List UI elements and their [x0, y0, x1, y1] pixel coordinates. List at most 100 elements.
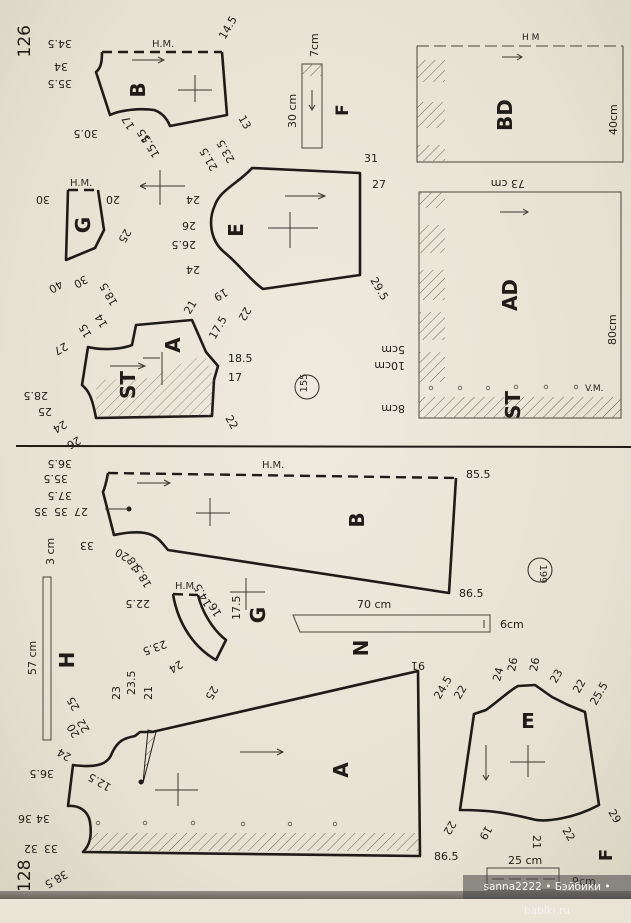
svg-text:155: 155	[299, 373, 310, 392]
svg-text:199: 199	[537, 564, 548, 583]
svg-text:21: 21	[142, 686, 155, 700]
piece-label: BD	[493, 99, 517, 131]
svg-text:7cm: 7cm	[308, 33, 321, 57]
svg-text:40cm: 40cm	[607, 104, 620, 135]
svg-text:21: 21	[181, 298, 199, 317]
svg-text:17: 17	[119, 113, 137, 132]
svg-text:25 cm: 25 cm	[508, 854, 542, 867]
svg-text:22.5: 22.5	[126, 597, 151, 610]
svg-text:40: 40	[46, 277, 65, 295]
svg-text:V.M.: V.M.	[585, 384, 603, 394]
svg-text:F: F	[333, 104, 353, 116]
svg-text:34: 34	[54, 60, 68, 73]
bottom-piece-g: G H.M 22.5 14.5 16 17.5 23.5 24 25	[126, 578, 270, 703]
hole-marks	[428, 384, 579, 391]
svg-text:25: 25	[115, 227, 133, 246]
svg-text:21: 21	[530, 835, 543, 849]
top-piece-b: B H.M. 34.5 34 35.5 30.5 17 15 15.5 13 1…	[48, 14, 254, 160]
svg-text:23.5: 23.5	[141, 637, 168, 658]
svg-text:30: 30	[36, 193, 50, 206]
svg-text:16: 16	[206, 600, 224, 619]
piece-bd: H M BD 40cm	[416, 33, 624, 163]
svg-text:70 cm: 70 cm	[357, 598, 391, 611]
svg-text:25.5: 25.5	[587, 680, 611, 708]
svg-text:36: 36	[18, 812, 32, 825]
svg-text:24.5: 24.5	[431, 674, 455, 702]
svg-text:27: 27	[51, 339, 70, 357]
svg-text:17.5: 17.5	[206, 314, 230, 342]
piece-label: G	[246, 607, 270, 623]
svg-text:80cm: 80cm	[606, 314, 619, 345]
svg-text:86.5: 86.5	[434, 850, 459, 863]
top-piece-a: A ST 27 15 14 18.5 21 17.5 18.5 17 22 28…	[24, 280, 253, 451]
svg-text:24: 24	[186, 193, 200, 206]
svg-text:19: 19	[211, 285, 230, 303]
svg-text:26: 26	[527, 656, 542, 672]
svg-text:25: 25	[64, 694, 82, 713]
bottom-edge	[0, 891, 631, 899]
top-piece-f: F 30 cm 7cm	[286, 33, 353, 149]
svg-text:24: 24	[166, 657, 185, 675]
svg-text:15: 15	[76, 321, 94, 340]
page-number-top: 126	[15, 25, 35, 57]
svg-text:18: 18	[124, 554, 142, 573]
page-number-bottom: 128	[15, 860, 35, 892]
svg-text:14.5: 14.5	[216, 14, 240, 42]
svg-text:22: 22	[235, 305, 253, 324]
svg-text:8cm: 8cm	[381, 402, 405, 415]
piece-label: H	[55, 652, 79, 669]
svg-text:25: 25	[202, 684, 220, 703]
piece-label: A	[161, 337, 185, 353]
svg-text:35: 35	[34, 505, 48, 518]
svg-text:86.5: 86.5	[459, 587, 484, 600]
svg-text:33: 33	[44, 842, 58, 855]
svg-text:18.5: 18.5	[97, 280, 121, 308]
svg-text:H M: H M	[522, 33, 539, 43]
top-piece-g: G H.M. 30 20 25 30 40	[36, 178, 134, 296]
svg-text:57 cm: 57 cm	[26, 641, 39, 675]
grain-label: H.M.	[70, 178, 92, 189]
svg-text:12.5: 12.5	[86, 770, 114, 794]
grain-label: H.M.	[262, 460, 284, 471]
svg-text:22: 22	[559, 825, 577, 844]
svg-text:20: 20	[106, 193, 120, 206]
piece-label: G	[71, 217, 95, 233]
svg-text:10cm: 10cm	[374, 359, 405, 372]
svg-text:3 cm: 3 cm	[44, 538, 57, 565]
svg-text:30.5: 30.5	[74, 127, 99, 140]
svg-text:35: 35	[54, 505, 68, 518]
figure-number-155: 155	[294, 373, 320, 400]
grain-label: H.M.	[152, 39, 174, 50]
svg-text:26: 26	[64, 433, 83, 451]
svg-text:29.5: 29.5	[367, 275, 391, 303]
svg-text:24: 24	[490, 666, 506, 683]
piece-label: B	[345, 512, 369, 527]
svg-text:22: 22	[222, 413, 240, 432]
svg-text:24: 24	[55, 745, 74, 763]
svg-text:14: 14	[92, 311, 110, 330]
svg-text:26: 26	[182, 219, 196, 232]
piece-n: 70 cm 6cm N	[292, 598, 524, 657]
watermark: sanna2222 • Бэйбики • babiki.ru	[463, 875, 631, 917]
piece-label: N	[349, 640, 373, 657]
svg-text:23.5: 23.5	[125, 671, 138, 696]
figure-number-199: 199	[527, 557, 553, 584]
section-divider	[15, 445, 631, 448]
svg-text:37.5: 37.5	[48, 489, 73, 502]
svg-text:30: 30	[71, 272, 90, 290]
svg-text:17: 17	[228, 371, 242, 384]
svg-text:23: 23	[547, 667, 565, 686]
svg-text:15: 15	[134, 126, 152, 145]
svg-text:26.5: 26.5	[172, 238, 197, 251]
svg-text:24: 24	[50, 417, 69, 435]
svg-text:85.5: 85.5	[466, 468, 491, 481]
grain-label: H.M	[175, 581, 194, 592]
bottom-piece-e: E 24.5 22 24 26 26 23 22 25.5 29 22 19 2…	[431, 656, 623, 849]
svg-text:30 cm: 30 cm	[286, 94, 299, 128]
piece-label: B	[126, 82, 150, 97]
svg-text:38.5: 38.5	[42, 867, 70, 891]
bottom-piece-b: B H.M. 36.5 35.5 37.5 35 35 27 33 20 18 …	[34, 457, 491, 600]
svg-text:35.5: 35.5	[44, 472, 69, 485]
svg-text:36.5: 36.5	[48, 457, 73, 470]
svg-text:24: 24	[186, 263, 200, 276]
